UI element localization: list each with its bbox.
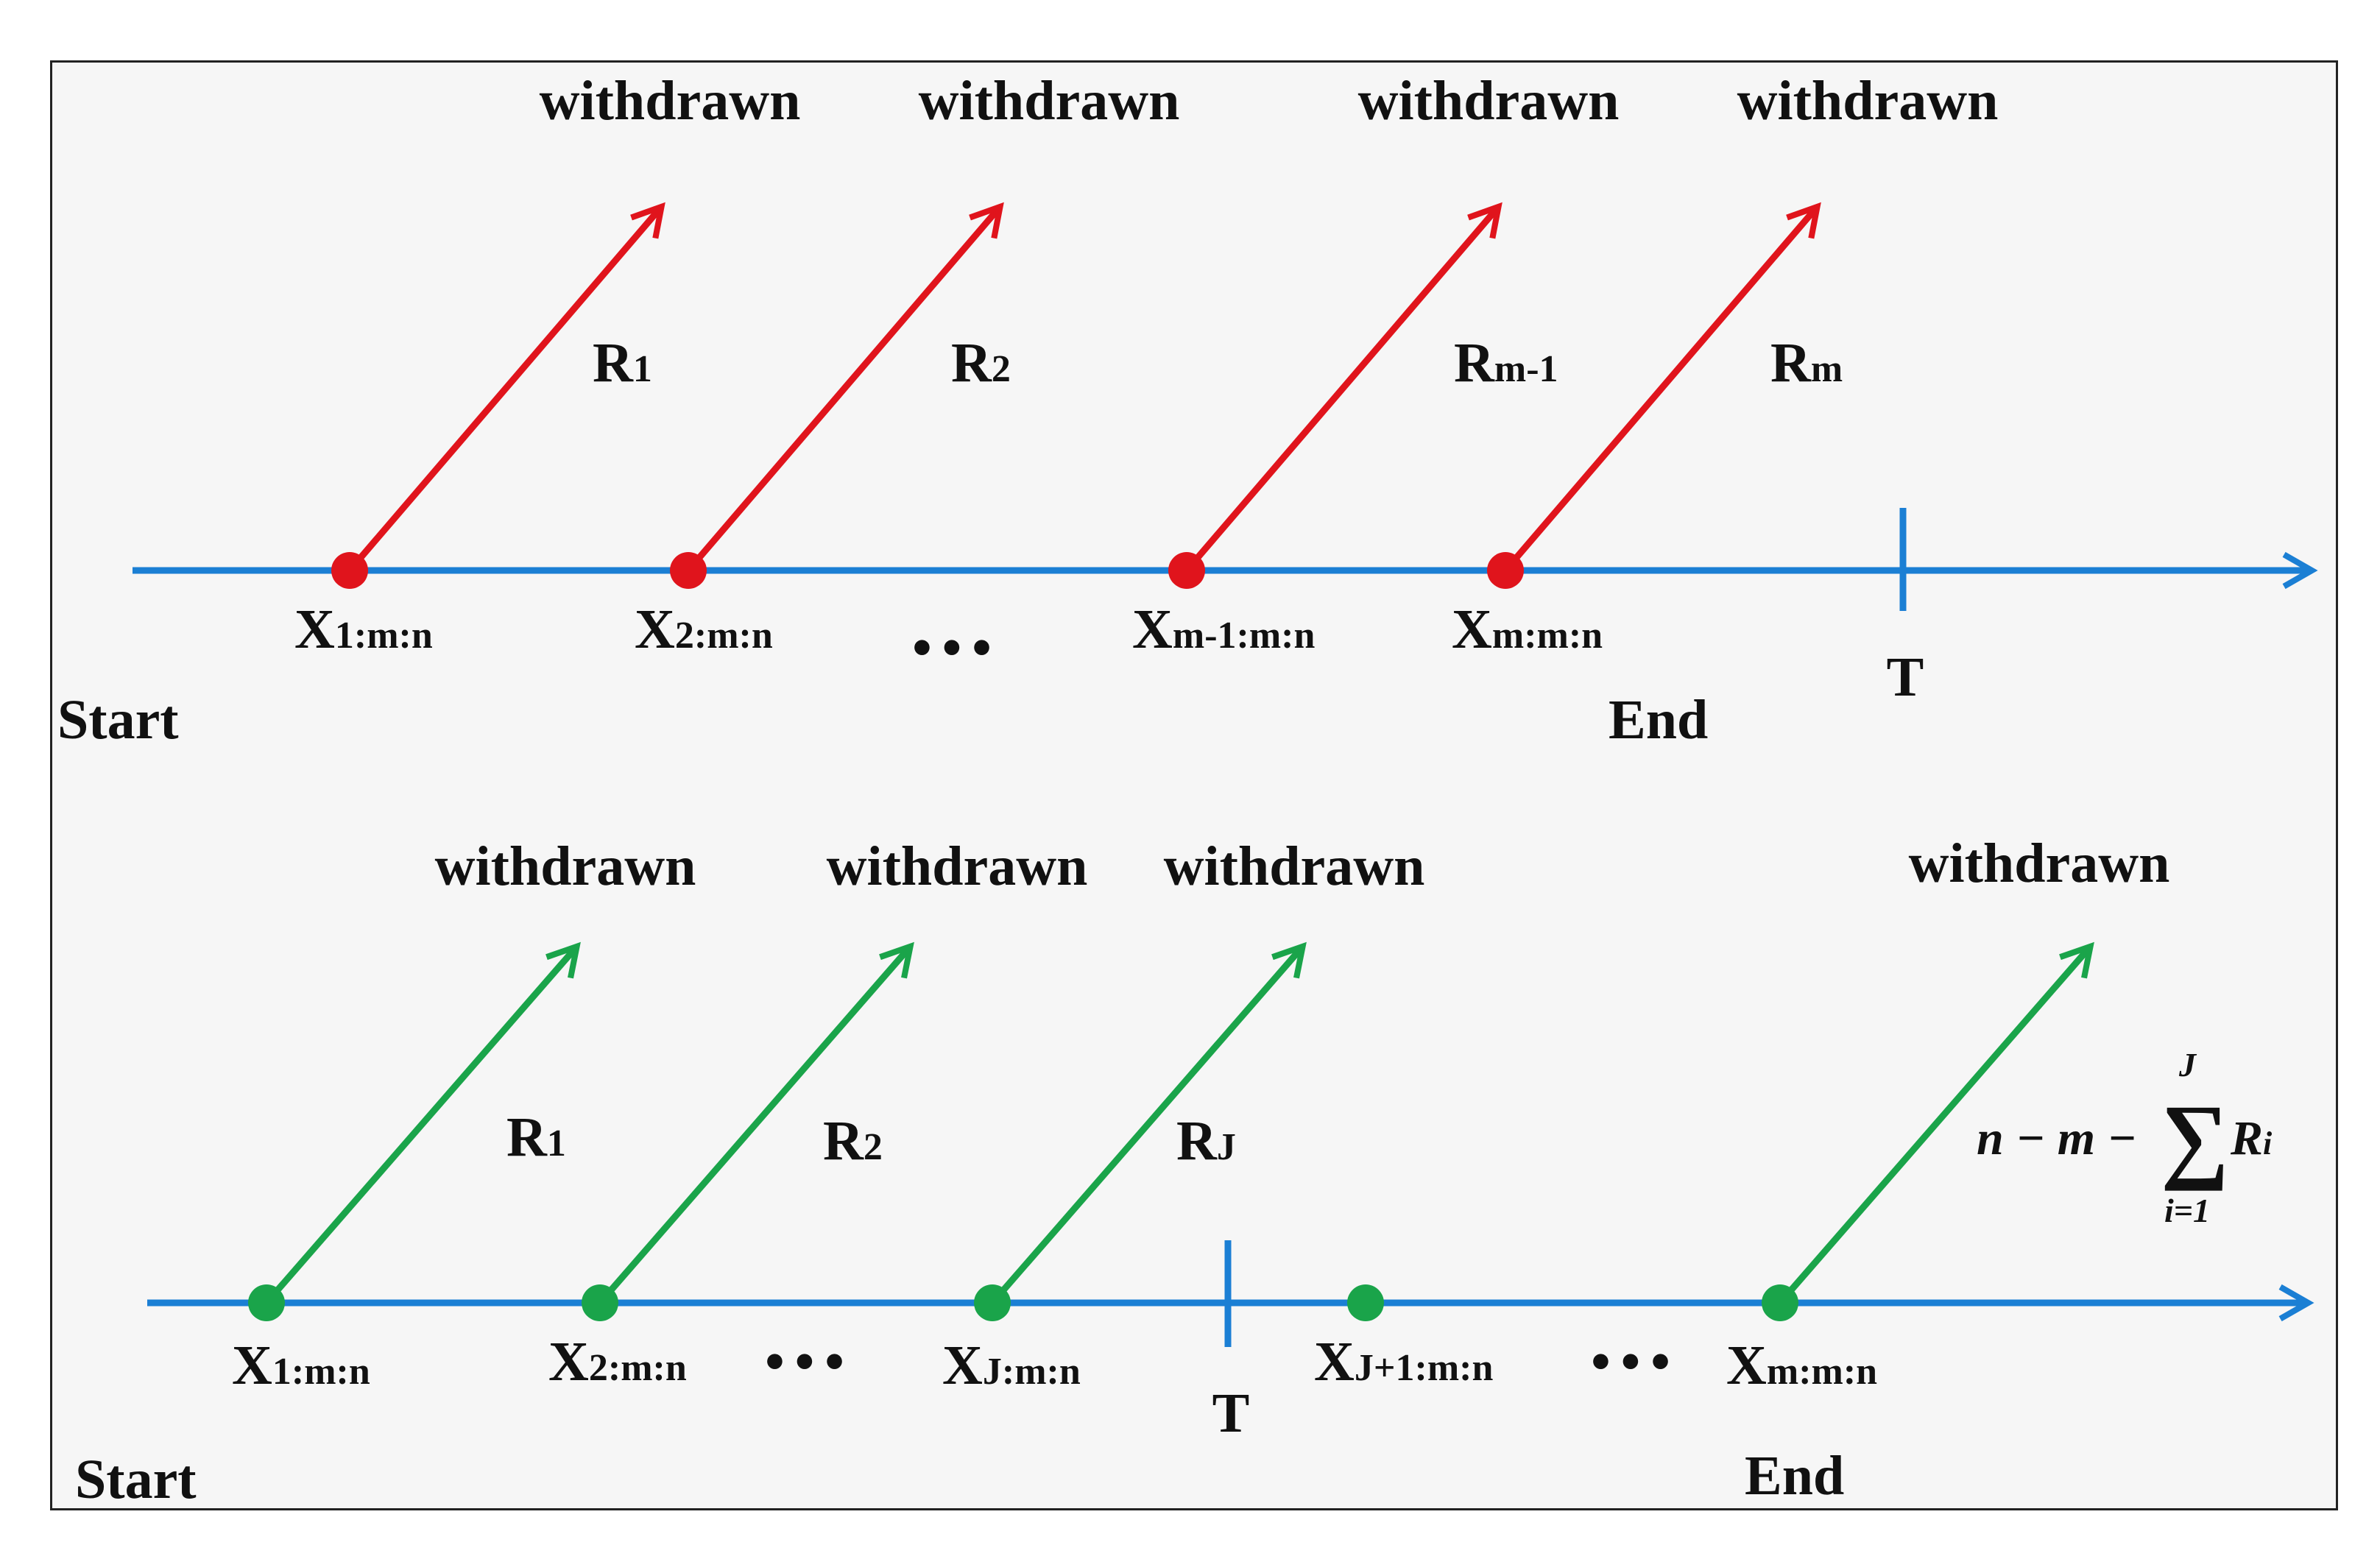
bottom-point-label-2: X2:m:n: [548, 1331, 687, 1393]
bottom-ellipsis-1: •••: [765, 1331, 855, 1393]
formula-main: n − m −: [1977, 1111, 2137, 1165]
bottom-censoring-time-label: T: [1212, 1382, 1250, 1444]
bottom-point-label-1: X1:m:n: [232, 1334, 370, 1396]
top-withdrawn-label-2: withdrawn: [919, 70, 1180, 132]
top-removal-label-4: Rm: [1770, 332, 1843, 394]
bottom-scheme: withdrawn withdrawn withdrawn withdrawn …: [75, 832, 2314, 1510]
top-withdrawn-label-3: withdrawn: [1358, 70, 1620, 132]
bottom-point-label-5: Xm:m:n: [1726, 1334, 1877, 1396]
bottom-removal-arrow-4: [1777, 941, 2094, 1305]
top-removal-label-3: Rm-1: [1454, 332, 1558, 394]
bottom-failure-point-2: [582, 1284, 618, 1321]
bottom-withdrawn-label-4: withdrawn: [1909, 832, 2170, 894]
top-end-label: End: [1609, 689, 1708, 751]
formula-upper-limit: J: [2178, 1046, 2197, 1083]
top-removal-label-2: R2: [951, 332, 1011, 394]
top-removal-label-1: R1: [593, 332, 652, 394]
top-point-label-1: X1:m:n: [294, 598, 433, 660]
top-withdrawn-label-1: withdrawn: [540, 70, 801, 132]
bottom-remaining-removal-formula: n − m − ∑ J i=1 Ri: [1977, 1046, 2273, 1229]
top-removal-arrow-3: [1184, 202, 1502, 573]
diagram-frame: [50, 60, 2338, 1510]
bottom-withdrawn-label-3: withdrawn: [1164, 835, 1425, 897]
top-removal-arrow-2: [685, 202, 1004, 573]
top-removal-arrow-4: [1502, 202, 1821, 573]
top-failure-point-4: [1487, 552, 1524, 589]
top-censoring-time-label: T: [1887, 646, 1924, 708]
bottom-point-label-4: XJ+1:m:n: [1314, 1331, 1493, 1393]
top-failure-point-1: [331, 552, 368, 589]
bottom-withdrawn-label-2: withdrawn: [827, 835, 1088, 897]
bottom-end-label: End: [1745, 1445, 1844, 1507]
top-point-label-3: Xm-1:m:n: [1132, 598, 1315, 660]
bottom-removal-arrow-3: [989, 941, 1307, 1305]
bottom-removal-label-1: R1: [506, 1106, 566, 1168]
top-point-label-4: Xm:m:n: [1452, 598, 1603, 660]
bottom-removal-label-3: RJ: [1176, 1110, 1236, 1172]
top-removal-arrow-1: [347, 202, 665, 573]
bottom-failure-point-5: [1762, 1284, 1798, 1321]
top-failure-point-3: [1168, 552, 1205, 589]
formula-lower-limit: i=1: [2164, 1192, 2210, 1229]
top-failure-point-2: [670, 552, 707, 589]
bottom-start-label: Start: [75, 1449, 197, 1510]
formula-R: Ri: [2230, 1111, 2273, 1165]
top-start-label: Start: [57, 689, 179, 751]
bottom-removal-label-2: R2: [823, 1110, 883, 1172]
bottom-removal-arrow-1: [264, 941, 581, 1305]
top-withdrawn-label-4: withdrawn: [1737, 70, 1999, 132]
bottom-withdrawn-label-1: withdrawn: [435, 835, 696, 897]
top-point-label-2: X2:m:n: [635, 598, 773, 660]
top-scheme: withdrawn withdrawn withdrawn withdrawn …: [57, 70, 2318, 751]
bottom-removal-arrow-2: [597, 941, 914, 1305]
bottom-point-label-3: XJ:m:n: [942, 1334, 1081, 1396]
bottom-failure-point-3: [974, 1284, 1011, 1321]
bottom-failure-point-1: [248, 1284, 285, 1321]
bottom-failure-point-4: [1347, 1284, 1384, 1321]
formula-sigma: ∑: [2161, 1086, 2229, 1192]
bottom-ellipsis-2: •••: [1591, 1331, 1681, 1393]
top-ellipsis: •••: [912, 617, 1002, 679]
